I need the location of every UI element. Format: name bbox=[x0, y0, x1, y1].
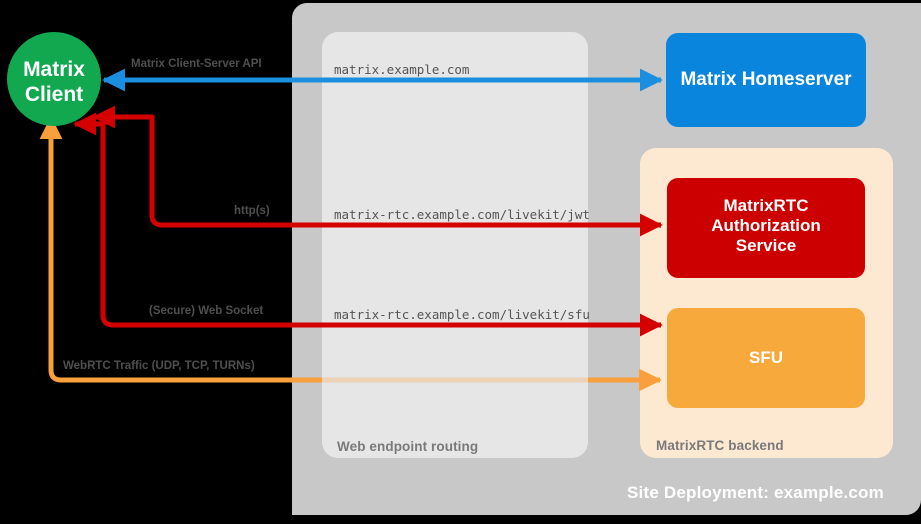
edge-label-client-server-api: Matrix Client-Server API bbox=[131, 58, 262, 70]
endpoint-label-livekit-sfu: matrix-rtc.example.com/livekit/sfu bbox=[334, 307, 590, 322]
node-matrix-homeserver[interactable] bbox=[666, 33, 866, 127]
node-matrix-client[interactable] bbox=[7, 32, 101, 126]
routing-panel-orange-overlay bbox=[322, 370, 588, 390]
web-endpoint-routing-label: Web endpoint routing bbox=[337, 439, 479, 454]
node-sfu[interactable] bbox=[667, 308, 865, 408]
endpoint-label-livekit-jwt: matrix-rtc.example.com/livekit/jwt bbox=[334, 207, 590, 222]
edge-label-http: http(s) bbox=[234, 205, 270, 217]
endpoint-label-matrix: matrix.example.com bbox=[334, 62, 470, 77]
edge-label-webrtc-traffic: WebRTC Traffic (UDP, TCP, TURNs) bbox=[63, 360, 255, 372]
web-endpoint-routing-panel bbox=[322, 32, 588, 458]
matrixrtc-backend-label: MatrixRTC backend bbox=[656, 438, 784, 453]
site-deployment-label: Site Deployment: example.com bbox=[627, 483, 884, 502]
edge-webrtc-traffic bbox=[39, 116, 662, 392]
node-matrixrtc-authorization-service[interactable] bbox=[667, 178, 865, 278]
edge-label-web-socket: (Secure) Web Socket bbox=[149, 305, 264, 317]
edge-livekit-sfu bbox=[73, 112, 663, 337]
